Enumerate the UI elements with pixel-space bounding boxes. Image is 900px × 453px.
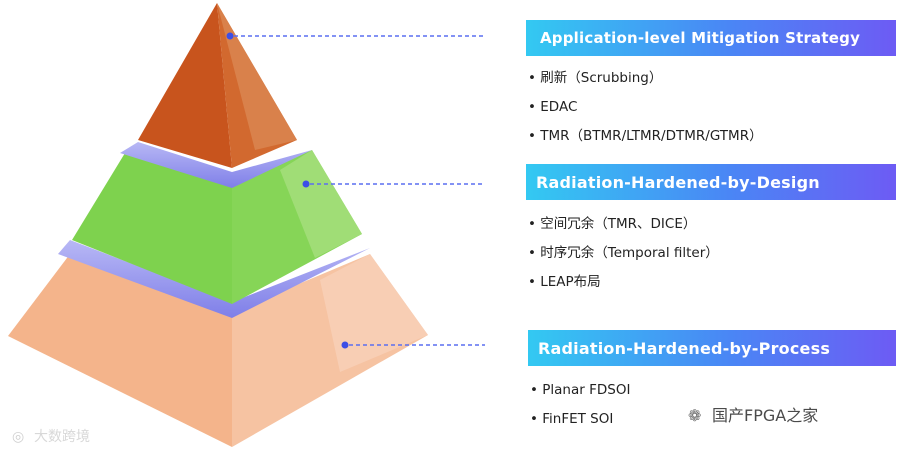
connector-dot-3 [341,341,349,349]
tier-3-bullet-list: • Planar FDSOI • FinFET SOI [530,376,630,434]
tier-2-left-face [72,153,232,304]
tier-3-highlight [320,254,428,372]
tier-3-bullet: • FinFET SOI [530,411,614,427]
band-lower [58,240,370,318]
watermark-right: ❁国产FPGA之家 [688,406,819,425]
tier-1-bullet: • 刷新（Scrubbing） [528,70,663,86]
tier-2-bullet-list: • 空间冗余（TMR、DICE） • 时序冗余（Temporal filter）… [528,210,719,297]
tier-2-highlight [280,150,362,258]
tier-1-bullet-list: • 刷新（Scrubbing） • EDAC • TMR（BTMR/LTMR/D… [528,64,763,151]
wechat-icon: ❁ [688,406,702,425]
tier-3-bullet: • Planar FDSOI [530,382,631,398]
tier-2-title: Radiation-Hardened-by-Design [536,172,820,192]
tier-2-bullet: • 时序冗余（Temporal filter） [528,245,719,261]
watermark-left: ◎大数跨境 [12,429,90,445]
tier-1-bullet: • TMR（BTMR/LTMR/DTMR/GTMR） [528,128,763,144]
tier-2-bullet: • 空间冗余（TMR、DICE） [528,216,697,232]
connector-dot-1 [226,32,234,40]
tier-1-bullet: • EDAC [528,99,578,115]
tier-2-bullet: • LEAP布局 [528,274,601,290]
tier-1-title: Application-level Mitigation Strategy [540,29,861,47]
tier-3-left-face [8,254,232,447]
tier-2-title-banner: Radiation-Hardened-by-Design [526,164,896,200]
tier-1-title-banner: Application-level Mitigation Strategy [526,20,896,56]
band-upper [120,142,312,188]
tier-3-title: Radiation-Hardened-by-Process [538,338,831,358]
watermark-left-icon: ◎ [12,429,25,445]
tier-1-left-face [138,3,232,168]
tier-1-highlight [217,3,297,150]
tier-3-title-banner: Radiation-Hardened-by-Process [528,330,896,366]
connector-dot-2 [302,180,310,188]
